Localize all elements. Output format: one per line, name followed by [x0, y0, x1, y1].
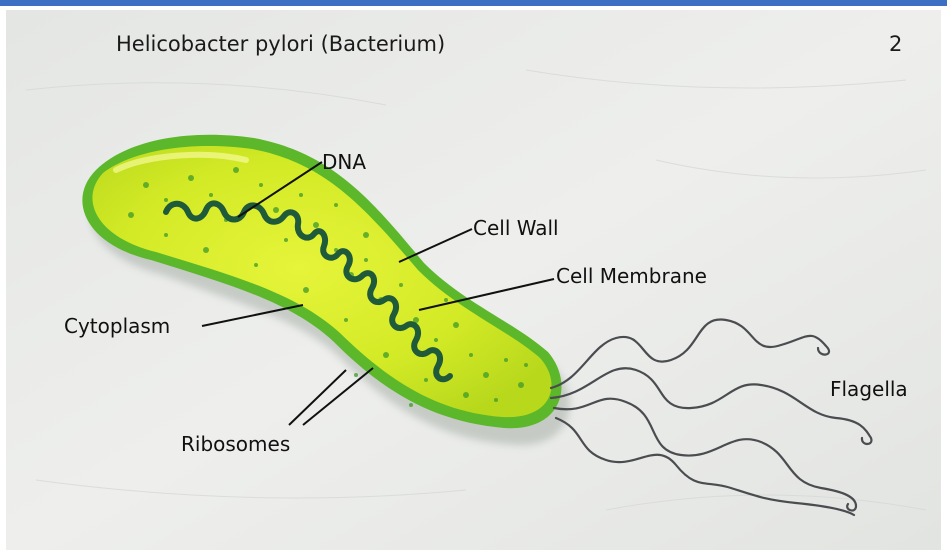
- label-ribosomes: Ribosomes: [181, 432, 290, 456]
- label-cytoplasm: Cytoplasm: [64, 314, 170, 338]
- label-dna: DNA: [322, 150, 366, 174]
- label-cell-wall: Cell Wall: [473, 216, 559, 240]
- bacterium-model-photo: [6, 10, 941, 550]
- label-flagella: Flagella: [830, 377, 908, 401]
- cloth-background: [6, 10, 941, 550]
- diagram-title: Helicobacter pylori (Bacterium): [116, 32, 445, 56]
- page-number: 2: [889, 32, 902, 56]
- accent-bar: [0, 0, 947, 6]
- label-cell-membrane: Cell Membrane: [556, 264, 707, 288]
